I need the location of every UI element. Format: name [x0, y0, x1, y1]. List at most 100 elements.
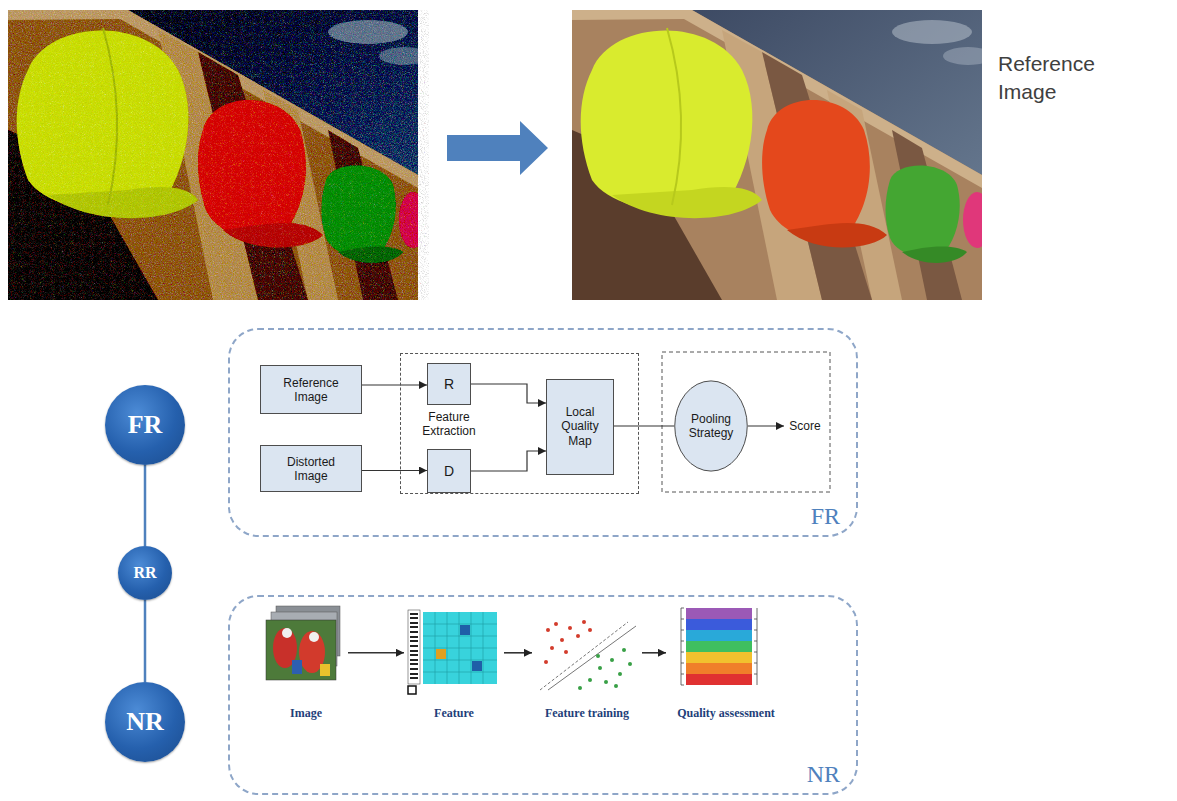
barcode-bars	[410, 614, 418, 678]
text-holder: Score	[789, 419, 820, 433]
node-text: Feature training	[545, 706, 629, 720]
scale-bar	[686, 619, 752, 630]
parrot-head	[309, 632, 319, 642]
small-square	[408, 686, 416, 694]
node-text: RR	[133, 563, 156, 582]
connector	[642, 652, 666, 654]
text-holder: Distorted Image	[275, 454, 347, 483]
text-holder: NR	[807, 760, 840, 789]
node-text: FR	[811, 502, 840, 531]
ellipse-shape	[675, 381, 748, 471]
text-holder: FR	[128, 409, 163, 440]
node-text: FR	[128, 409, 163, 440]
scale-ticks	[681, 608, 757, 685]
barcode	[408, 610, 420, 684]
method-circle: FR	[105, 385, 185, 465]
text-holder: D	[444, 463, 454, 480]
pooling-ellipse: Pooling Strategy	[674, 380, 748, 472]
text-holder: NR	[126, 706, 164, 737]
node-text: Distorted Image	[275, 454, 347, 483]
distorted-photo	[8, 10, 429, 300]
parrot-head	[282, 628, 292, 638]
scale-bar	[686, 608, 752, 619]
grid-cell	[436, 649, 446, 659]
scale-bar	[686, 641, 752, 652]
text-holder: FR	[811, 502, 840, 531]
node-text: Quality assessment	[677, 706, 775, 720]
text-holder: Image	[290, 706, 322, 720]
pipeline-step: Image	[264, 608, 348, 720]
quality-scale	[681, 608, 757, 685]
reference-photo	[572, 10, 993, 300]
nr-region: NR Image Feature Feature training Quality as…	[228, 595, 858, 795]
text-holder: Feature	[434, 706, 474, 720]
class-a-dots	[544, 620, 592, 664]
node-text: NR	[126, 706, 164, 737]
class-b-dots	[578, 648, 632, 690]
parrot-wing	[320, 664, 330, 676]
noisy-scene	[8, 10, 429, 300]
photo-caption: Reference Image	[998, 50, 1118, 107]
feature-grid	[423, 612, 497, 684]
image-thumbnail	[266, 606, 340, 680]
node-text: Feature	[434, 706, 474, 720]
quality-map-box: Local Quality Map	[546, 379, 614, 475]
node-text: R	[444, 376, 454, 393]
connector	[504, 652, 532, 654]
scale-bar	[686, 652, 752, 663]
boundary	[540, 622, 628, 690]
node-text: Pooling Strategy	[680, 412, 742, 441]
node-text: Reference Image	[275, 375, 347, 404]
feature-box: D	[427, 449, 471, 493]
connector	[471, 384, 546, 403]
text-holder: Quality assessment	[677, 706, 775, 720]
text-holder: R	[444, 376, 454, 393]
clean-scene	[572, 10, 993, 300]
input-box: Distorted Image	[260, 445, 362, 492]
node-text: NR	[807, 760, 840, 789]
feature-extraction-group: Feature Extraction R D Local Quality Map	[400, 353, 639, 494]
score-text: Score	[784, 415, 826, 438]
pipeline-step: Quality assessment	[666, 608, 786, 720]
connector	[748, 425, 784, 426]
text-holder: Feature training	[545, 706, 629, 720]
node-text: Score	[789, 419, 820, 433]
text-holder: RR	[133, 563, 156, 582]
node-text: Local Quality Map	[551, 405, 609, 448]
grid-lines	[423, 612, 497, 684]
scale-bar	[686, 663, 752, 674]
boundary	[548, 626, 636, 690]
parrot-wing	[292, 660, 302, 674]
pooling-group-box	[662, 352, 830, 492]
text-holder: Reference Image	[275, 375, 347, 404]
block-arrow	[447, 121, 548, 175]
training-thumbnail	[540, 620, 636, 690]
method-circle: NR	[105, 682, 185, 762]
grid-cell	[460, 625, 470, 635]
connector	[471, 451, 546, 471]
input-box: Reference Image	[260, 365, 362, 414]
node-text: Image	[290, 706, 322, 720]
scale-bar	[686, 674, 752, 685]
connector	[362, 384, 427, 385]
scale-bar	[686, 630, 752, 641]
text-holder: Pooling Strategy	[680, 412, 742, 441]
connector	[348, 652, 404, 654]
method-circle: RR	[118, 546, 172, 600]
feature-thumbnail	[408, 610, 497, 694]
grid-cell	[472, 661, 482, 671]
pipeline-step: Feature training	[532, 608, 642, 720]
connector	[362, 470, 427, 471]
fr-region: FR Reference ImageDistorted Image Feature …	[228, 328, 858, 537]
connector	[144, 600, 147, 682]
connector	[144, 465, 147, 546]
text-holder: Feature Extraction	[407, 410, 491, 439]
photo-front	[266, 620, 336, 680]
pipeline-step: Feature	[404, 608, 504, 720]
node-text: Feature Extraction	[407, 410, 491, 439]
node-text: D	[444, 463, 454, 480]
text-holder: Local Quality Map	[551, 405, 609, 448]
connector	[614, 425, 674, 426]
feature-box: R	[427, 363, 471, 405]
